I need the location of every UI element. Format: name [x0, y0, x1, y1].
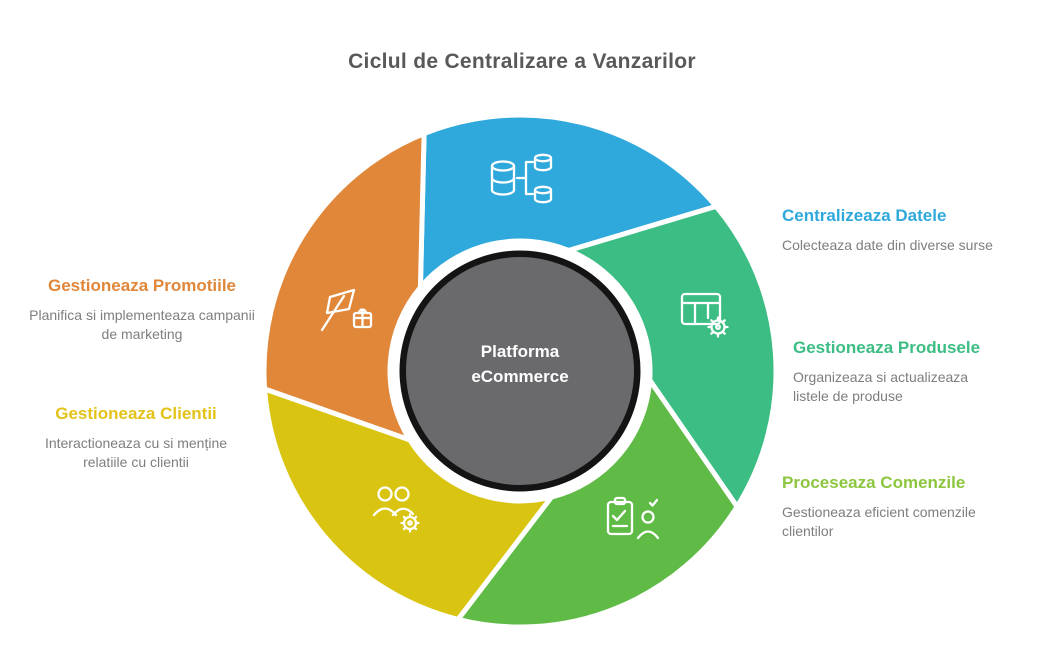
label-block-gestioneaza-produsele: Gestioneaza Produsele Organizeaza si act…: [793, 338, 1005, 406]
segment-gestioneaza-clientii: [262, 386, 554, 622]
center-circle: [406, 257, 634, 485]
center-ring: [399, 250, 641, 492]
label-block-gestioneaza-promotiile: Gestioneaza Promotiile Planifica si impl…: [26, 276, 258, 344]
segment-heading: Centralizeaza Datele: [782, 206, 947, 225]
wheel-segments: [261, 112, 779, 630]
segment-heading: Proceseaza Comenzile: [782, 473, 966, 492]
segment-heading: Gestioneaza Promotiile: [48, 276, 236, 295]
label-block-centralizeaza-datele: Centralizeaza Datele Colecteaza date din…: [782, 206, 1044, 255]
megaphone-gift-icon: [320, 288, 373, 332]
segment-gestioneaza-promotiile: [261, 131, 427, 443]
diagram-title: Ciclul de Centralizare a Vanzarilor: [348, 50, 696, 73]
center-label: Platforma eCommerce: [420, 340, 620, 389]
segment-heading: Gestioneaza Produsele: [793, 338, 981, 357]
segment-description: Colecteaza date din diverse surse: [782, 237, 993, 253]
segment-description: Gestioneaza eficient comenzile clientilo…: [782, 504, 976, 539]
segment-proceseaza-comenzile: [455, 377, 740, 630]
order-person-check-icon: [606, 496, 660, 540]
table-gear-icon: [680, 292, 729, 338]
center-label-line1: Platforma: [480, 342, 560, 361]
database-flow-icon: [490, 153, 553, 204]
segment-description: Interactioneaza cu si menține relatiile …: [44, 435, 228, 470]
people-gear-icon: [372, 486, 420, 533]
segment-heading: Gestioneaza Clientii: [55, 404, 217, 423]
segment-description: Planifica si implementeaza campanii de m…: [29, 307, 255, 342]
segment-centralizeaza-datele: [417, 112, 719, 290]
center-label-line2: eCommerce: [471, 366, 569, 386]
segment-description: Organizeaza si actualizeaza listele de p…: [793, 369, 969, 404]
label-block-gestioneaza-clientii: Gestioneaza Clientii Interactioneaza cu …: [26, 404, 246, 472]
segment-gestioneaza-produsele: [566, 203, 779, 510]
label-block-proceseaza-comenzile: Proceseaza Comenzile Gestioneaza eficien…: [782, 473, 1010, 541]
